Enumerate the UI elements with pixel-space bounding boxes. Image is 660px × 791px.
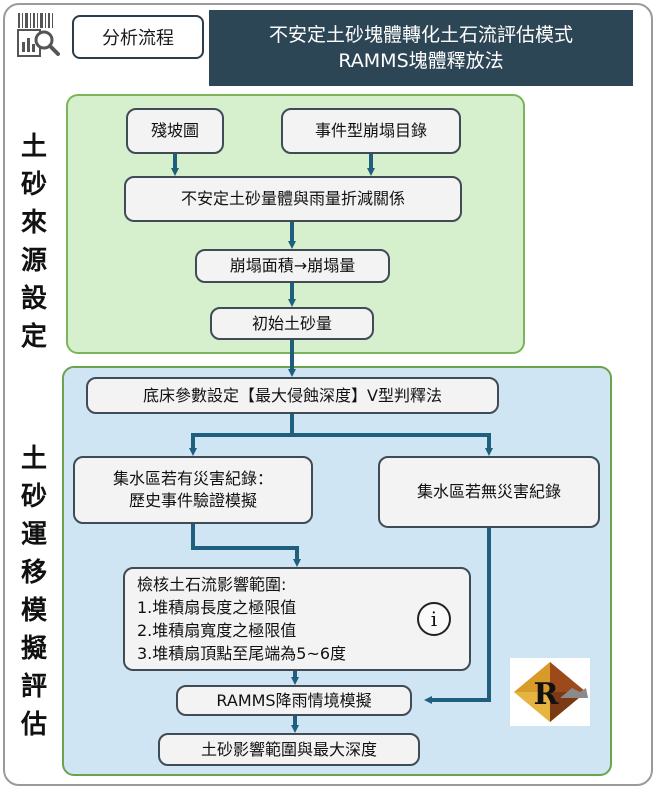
ramms-rain-box: RAMMS降雨情境模擬: [176, 685, 412, 716]
box-label: 不安定土砂量體與雨量折減關係: [180, 189, 405, 208]
source-char: 定: [20, 322, 47, 352]
check-range-box: 檢核土石流影響範圍: 1.堆積扇長度之極限值 2.堆積扇寬度之極限值 3.堆積扇…: [123, 567, 471, 671]
transport-char: 估: [20, 710, 47, 740]
title-line-1: 不安定土砂塊體轉化土石流評估模式: [268, 24, 573, 46]
info-icon[interactable]: i: [417, 602, 451, 636]
transport-char: 運: [20, 520, 47, 550]
check-title: 檢核土石流影響範圍:: [137, 575, 287, 594]
slope-map-box: 殘坡圖: [126, 108, 224, 154]
arrow: [292, 433, 493, 456]
box-label: 殘坡圖: [150, 121, 199, 140]
svg-text:R: R: [534, 677, 560, 712]
transport-char: 模: [20, 596, 47, 626]
title-line-2: RAMMS塊體釋放法: [338, 50, 504, 72]
transport-char: 土: [20, 444, 47, 474]
volume-relation-box: 不安定土砂量體與雨量折減關係: [124, 176, 462, 222]
result-box: 土砂影響範圍與最大深度: [158, 733, 420, 766]
box-label: 土砂影響範圍與最大深度: [200, 739, 377, 759]
without-record-box: 集水區若無災害紀錄: [378, 456, 600, 528]
search-report-icon: [14, 10, 64, 60]
with-record-box: 集水區若有災害紀錄： 歷史事件驗證模擬: [73, 456, 313, 524]
source-char: 設: [20, 284, 47, 314]
arrow: [189, 414, 294, 456]
check-item: 1.堆積扇長度之極限值: [137, 598, 297, 617]
initial-volume-box: 初始土砂量: [210, 307, 374, 340]
analysis-flow-tag: 分析流程: [72, 15, 204, 59]
transport-section-label: 土 砂 運 移 模 擬 評 估: [14, 440, 54, 744]
box-label: 集水區若無災害紀錄: [416, 482, 561, 501]
transport-char: 移: [20, 558, 47, 588]
box-label: 底床參數設定【最大侵蝕深度】V型判釋法: [143, 385, 442, 405]
box-label: 崩塌面積→崩塌量: [229, 256, 356, 275]
check-item: 2.堆積扇寬度之極限值: [137, 621, 297, 640]
source-char: 源: [20, 246, 47, 276]
box-label: 事件型崩塌目錄: [314, 121, 427, 140]
arrow: [424, 528, 491, 704]
tag-label: 分析流程: [102, 28, 174, 49]
collapse-catalog-box: 事件型崩塌目錄: [281, 108, 461, 154]
source-char: 來: [20, 208, 47, 238]
arrow: [191, 524, 301, 567]
info-glyph: i: [430, 607, 438, 631]
box-label: RAMMS降雨情境模擬: [216, 690, 372, 710]
transport-char: 砂: [20, 482, 47, 512]
check-item: 3.堆積扇頂點至尾端為5~6度: [137, 644, 347, 663]
box-label: 初始土砂量: [251, 313, 332, 333]
erosion-depth-box: 底床參數設定【最大侵蝕深度】V型判釋法: [86, 377, 499, 414]
box-label-line1: 集水區若有災害紀錄：: [112, 469, 273, 488]
source-section-label: 土 砂 來 源 設 定: [14, 128, 54, 356]
source-char: 砂: [20, 170, 47, 200]
transport-char: 擬: [20, 634, 47, 664]
title-banner: 不安定土砂塊體轉化土石流評估模式 RAMMS塊體釋放法: [209, 10, 633, 86]
source-char: 土: [20, 132, 47, 162]
ramms-logo: R: [510, 658, 590, 726]
box-label-line2: 歷史事件驗證模擬: [128, 491, 257, 510]
transport-char: 評: [20, 672, 47, 702]
area-to-volume-box: 崩塌面積→崩塌量: [195, 249, 390, 283]
